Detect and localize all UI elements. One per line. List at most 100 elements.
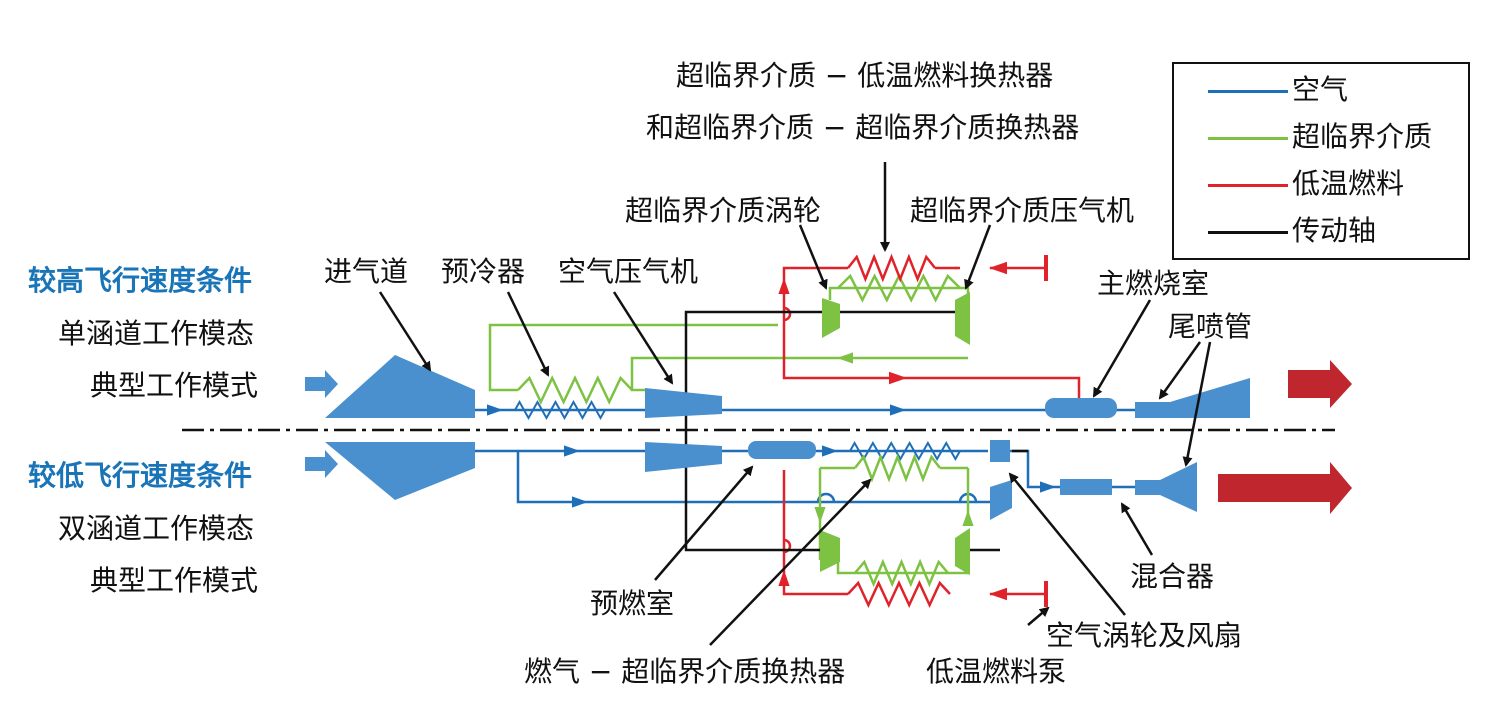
fuel-pump-label: 低温燃料泵 [926,655,1067,688]
callout-arrows-group [378,162,1212,646]
sc-hx-loop-upper [828,286,970,300]
sc-turbine-label: 超临界介质涡轮 [625,194,822,227]
legend-label-shaft: 传动轴 [1292,214,1377,247]
supercritical-flow-group [488,273,974,588]
sc-compressor-lower [955,528,970,575]
fuel-hx-coil-lower [847,580,951,608]
inlet-label: 进气道 [324,255,409,288]
precooler-label: 预冷器 [441,255,526,288]
shaft-lower-1 [684,430,840,552]
fuel-pump-lower [1044,581,1048,607]
legend-swatch-supercritical [1208,137,1288,140]
callout-main-combustor [1092,299,1152,398]
inlet-flow-arrow-upper [305,370,338,398]
inlet-upper [325,355,475,418]
fuel-pump-upper [1044,255,1048,281]
precooler-coil-sc-upper [517,375,633,405]
high-speed-typical: 典型工作模式 [90,369,259,402]
callout-air-turbine-fan [1008,472,1126,616]
fuel-flow-group [778,253,1081,608]
legend-item-fuel: 低温燃料 [1174,166,1468,206]
callout-sc-compressor [964,224,992,290]
fuel-crossover-upper [783,306,792,322]
air-compressor-label: 空气压气机 [558,255,699,288]
callout-sc-turbine [798,224,828,290]
preburner [748,441,816,459]
sc-turbine-lower [820,530,840,572]
low-speed-typical: 典型工作模式 [90,564,259,597]
inlet-flow-arrow-lower [305,450,338,478]
air-compressor-upper [645,388,722,418]
air-turbine-fan-label: 空气涡轮及风扇 [1046,619,1243,652]
air-turbine-lower [990,440,1010,462]
exhaust-arrow-lower [1218,462,1352,514]
sc-compressor-upper [955,292,970,345]
fan-lower [990,480,1012,520]
air-flow-arrow-lower-2 [822,445,838,457]
sc-turbine-upper [822,298,840,338]
callout-precooler [506,291,550,377]
legend-item-supercritical: 超临界介质 [1174,119,1468,159]
air-flow-arrow-upper-1 [487,404,503,416]
components-group [305,255,1352,607]
shaft-group [684,310,1028,552]
low-speed-mode: 双涵道工作模态 [58,512,255,545]
legend-label-fuel: 低温燃料 [1292,167,1405,200]
fuel-arrow-lower-1 [989,587,1007,601]
sc-flow-arrow-upper [837,352,853,364]
air-flow-arrow-lower-1 [564,445,580,457]
air-compressor-lower [645,442,722,472]
fuel-arrow-upper-1 [989,261,1007,275]
callout-gas-hx [709,478,872,646]
callout-nozzle-lower [1182,341,1212,467]
bypass-arrow-lower [572,496,588,508]
sc-flow-arrow-lower-2 [962,510,974,526]
sc-flow-arrow-lower-1 [814,507,826,523]
fuel-hx-coil-upper [847,253,936,283]
callout-nozzle-upper [1158,341,1202,400]
legend-swatch-fuel [1208,184,1288,187]
air-flow-arrow-upper-2 [890,404,906,416]
preburner-label: 预燃室 [590,587,675,620]
callout-mixer [1120,502,1154,556]
nozzle-upper [1135,378,1250,418]
low-speed-condition-title: 较低飞行速度条件 [28,459,253,492]
legend-item-shaft: 传动轴 [1174,213,1468,253]
legend-box: 空气 超临界介质 低温燃料 传动轴 [1172,62,1470,260]
mixer-label: 混合器 [1130,560,1215,593]
fuel-path-lower [782,470,848,596]
callout-air-compressor [612,291,674,385]
nozzle-label: 尾喷管 [1168,310,1253,343]
legend-swatch-air [1208,90,1288,93]
precooler-coil-upper [514,399,606,421]
legend-item-air: 空气 [1174,72,1468,112]
sc-compressor-label: 超临界介质压气机 [910,194,1135,227]
callout-preburner [654,465,754,581]
air-flow-arrow-lower-3 [1040,481,1056,493]
callout-inlet [378,291,432,372]
legend-swatch-shaft [1208,231,1288,234]
bypass-lower [516,451,990,504]
fuel-path-upper-2 [782,266,1081,398]
hx-title-line1: 超临界介质 − 低温燃料换热器 [676,59,1054,92]
gas-hx-sc-coil [854,453,941,483]
inlet-lower [325,442,475,500]
sc-loop-upper-mid [630,356,968,392]
fuel-arrow-lower-2 [778,570,790,586]
legend-label-air: 空气 [1292,73,1349,106]
gas-hx-label: 燃气 − 超临界介质换热器 [524,655,846,688]
callout-fuel-pump [1027,606,1050,626]
air-flow-group [182,399,1335,508]
fuel-crossover-lower [783,538,792,554]
main-combustor [1045,398,1117,418]
nozzle-lower [1135,462,1197,512]
fuel-arrow-upper-3 [889,371,907,385]
gas-hx-coil-lower [849,440,961,462]
exhaust-arrow-upper [1288,360,1352,408]
fuel-arrow-upper-2 [778,278,790,294]
sc-sc-hx-coil-lower [854,558,949,588]
mixer [1060,479,1112,495]
main-combustor-label: 主燃烧室 [1097,267,1210,300]
